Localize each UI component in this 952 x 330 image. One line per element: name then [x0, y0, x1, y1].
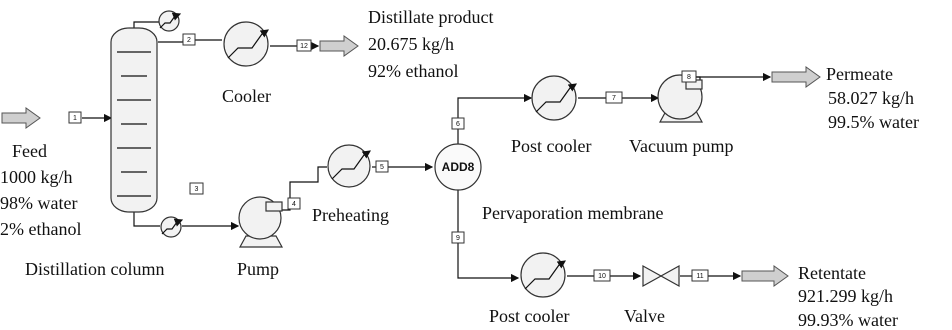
svg-text:12: 12 — [300, 43, 308, 50]
retentate-composition: 99.93% water — [798, 310, 898, 330]
post-cooler-top-label: Post cooler — [511, 136, 592, 156]
svg-text:3: 3 — [195, 186, 199, 193]
cooler-heat-exchanger-icon — [223, 21, 269, 67]
cooler-label: Cooler — [222, 86, 271, 106]
distillation-column-icon — [110, 27, 158, 213]
distillation-column-label: Distillation column — [25, 259, 165, 279]
preheater-heat-exchanger-icon — [327, 144, 371, 188]
stream-tag-9: 9 — [451, 231, 465, 244]
valve-icon — [642, 264, 680, 288]
stream-tag-12: 12 — [296, 39, 312, 52]
permeate-composition: 99.5% water — [828, 112, 919, 132]
pump-label: Pump — [237, 259, 279, 279]
distillate-arrow-icon — [319, 35, 359, 57]
valve-label: Valve — [624, 306, 665, 326]
pervaporation-membrane-label: Pervaporation membrane — [482, 203, 663, 223]
stream-tag-2: 2 — [182, 33, 196, 46]
post-cooler-bottom-label: Post cooler — [489, 306, 570, 326]
feed-arrow-icon — [1, 107, 41, 129]
retentate-arrow-icon — [741, 265, 789, 287]
retentate-title: Retentate — [798, 263, 866, 283]
svg-text:2: 2 — [187, 37, 191, 44]
svg-text:11: 11 — [696, 273, 703, 280]
svg-text:4: 4 — [292, 201, 296, 208]
condenser-heat-exchanger-icon — [158, 10, 182, 32]
membrane-block: ADD8 — [434, 143, 482, 191]
vacuum-pump-label: Vacuum pump — [629, 136, 733, 156]
distillate-composition: 92% ethanol — [368, 61, 458, 81]
stream-tag-11: 11 — [691, 269, 709, 282]
feed-water: 98% water — [0, 193, 77, 213]
stream-tags: 1 2 12 3 4 5 6 7 — [68, 33, 709, 282]
distillate-flow: 20.675 kg/h — [368, 34, 454, 54]
svg-text:6: 6 — [456, 121, 460, 128]
retentate-flow: 921.299 kg/h — [798, 286, 893, 306]
reboiler-heat-exchanger-icon — [160, 216, 184, 238]
diagram-labels: Distillate product 20.675 kg/h 92% ethan… — [0, 7, 919, 330]
svg-text:8: 8 — [687, 74, 691, 81]
vacuum-pump-icon — [657, 74, 704, 123]
stream-tag-7: 7 — [605, 91, 623, 104]
post-cooler-top-heat-exchanger-icon — [531, 75, 577, 121]
svg-text:5: 5 — [380, 164, 384, 171]
preheating-label: Preheating — [312, 205, 389, 225]
pump-icon — [238, 196, 284, 248]
post-cooler-bottom-heat-exchanger-icon — [520, 252, 566, 298]
permeate-title: Permeate — [826, 64, 893, 84]
svg-text:10: 10 — [598, 273, 606, 280]
stream-tag-10: 10 — [593, 269, 611, 282]
permeate-flow: 58.027 kg/h — [828, 88, 914, 108]
stream-tag-1: 1 — [68, 111, 82, 124]
feed-flow: 1000 kg/h — [0, 167, 73, 187]
svg-text:9: 9 — [456, 235, 460, 242]
svg-text:1: 1 — [73, 115, 77, 122]
permeate-arrow-icon — [771, 66, 821, 88]
stream-tag-6: 6 — [451, 117, 465, 130]
stream-tag-4: 4 — [287, 197, 301, 210]
feed-title: Feed — [12, 141, 47, 161]
stream-tag-5: 5 — [375, 160, 389, 173]
stream-tag-8: 8 — [681, 70, 697, 83]
membrane-block-label: ADD8 — [442, 160, 475, 174]
svg-text:7: 7 — [612, 95, 616, 102]
stream-tag-3: 3 — [189, 182, 204, 195]
distillate-title: Distillate product — [368, 7, 493, 27]
feed-ethanol: 2% ethanol — [0, 219, 81, 239]
